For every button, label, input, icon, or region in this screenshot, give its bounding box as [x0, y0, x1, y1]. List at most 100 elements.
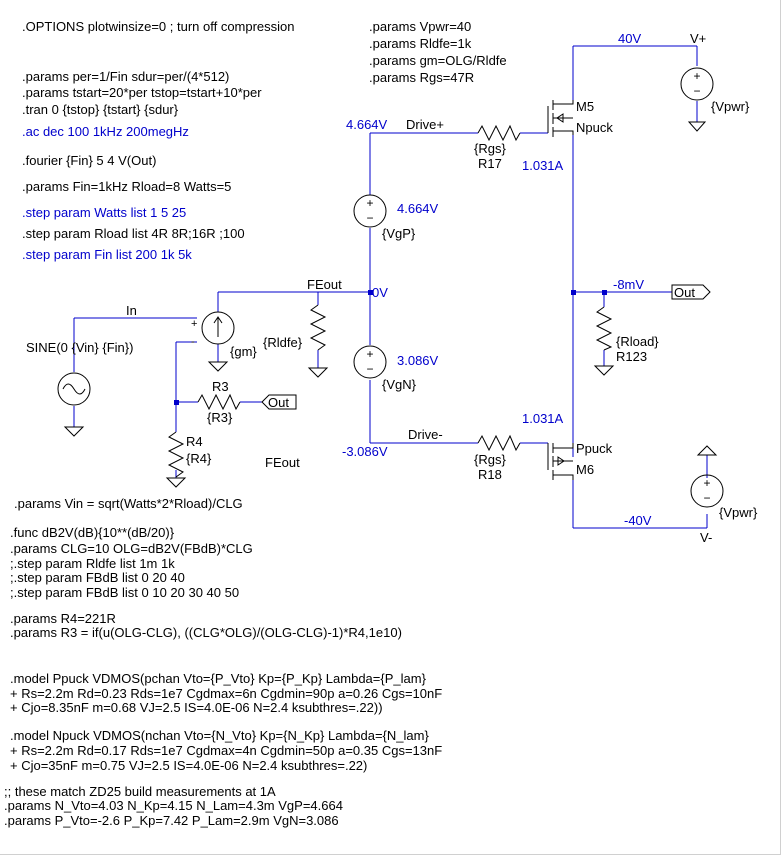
- annot-drive-plus: 4.664V: [346, 117, 388, 132]
- dir-params-n: .params N_Vto=4.03 N_Kp=4.15 N_Lam=4.3m …: [4, 798, 343, 813]
- out-flag-label: Out: [674, 285, 695, 300]
- dir-params-vin: .params Vin = sqrt(Watts*2*Rload)/CLG: [14, 496, 243, 511]
- r18-value: {Rgs}: [474, 452, 506, 467]
- vpwr-top-plus-sign: +: [693, 69, 700, 83]
- net-drive-minus: Drive-: [408, 427, 443, 442]
- mosfet-m6[interactable]: [547, 443, 574, 480]
- vpwr-bot-plus-sign: +: [703, 476, 710, 490]
- dir-ac: .ac dec 100 1kHz 200megHz: [22, 124, 189, 139]
- dir-params-per: .params per=1/Fin sdur=per/(4*512): [22, 69, 229, 84]
- net-flag-out[interactable]: Out: [671, 284, 711, 300]
- dir-func-db2v: .func dB2V(dB){10**(dB/20)}: [10, 525, 175, 540]
- vgn-plus-sign: +: [366, 347, 373, 361]
- junction-feedback: [174, 400, 179, 405]
- net-feout: FEout: [307, 277, 342, 292]
- net-labels: Drive+ Drive- FEout FEout In V+ V-: [126, 31, 712, 545]
- r3-value: {R3}: [207, 410, 233, 425]
- dir-params-r4: .params R4=221R: [10, 611, 116, 626]
- dir-params-rgs: .params Rgs=47R: [369, 70, 474, 85]
- dir-params-vpwr: .params Vpwr=40: [369, 19, 471, 34]
- annot-vgp: 4.664V: [397, 201, 439, 216]
- r123-name: R123: [616, 349, 647, 364]
- ground-sine: [63, 426, 85, 437]
- dir-params-fin: .params Fin=1kHz Rload=8 Watts=5: [22, 179, 231, 194]
- dir-params-r3: .params R3 = if(u(OLG-CLG), ((CLG*OLG)/(…: [10, 625, 402, 640]
- dir-params-gm: .params gm=OLG/Rldfe: [369, 53, 507, 68]
- ground-gm: [207, 361, 229, 372]
- dir-step-fbdb-1: ;.step param FBdB list 0 20 40: [10, 570, 185, 585]
- vpwr-bot-minus-sign: −: [703, 491, 710, 505]
- ground-symbols: [63, 121, 718, 488]
- resistor-r123[interactable]: [595, 306, 613, 351]
- annot-bot-rail: -40V: [624, 513, 652, 528]
- vgn-value: {VgN}: [382, 377, 417, 392]
- vgp-minus-sign: −: [366, 211, 373, 225]
- gm-minus-sign: -: [191, 336, 195, 348]
- ground-vpwr-bot: [696, 445, 718, 456]
- junction-rload: [602, 290, 607, 295]
- resistor-r17[interactable]: [477, 124, 521, 142]
- annot-feout: 0V: [372, 285, 388, 300]
- op-annotations: 4.664V 4.664V 0V 3.086V -3.086V 1.031A 1…: [342, 31, 652, 528]
- gm-value: {gm}: [230, 344, 257, 359]
- dir-tran: .tran 0 {tstop} {tstart} {sdur}: [22, 102, 179, 117]
- resistor-r4[interactable]: [167, 431, 185, 478]
- annot-i-m6: 1.031A: [522, 411, 564, 426]
- vgn-minus-sign: −: [366, 362, 373, 376]
- sine-source[interactable]: [57, 372, 91, 406]
- r18-name: R18: [478, 467, 502, 482]
- component-labels: M5 Npuck Ppuck M6 {Rgs} R17 {Rgs} R18 {R…: [26, 99, 758, 520]
- dir-step-fin: .step param Fin list 200 1k 5k: [22, 247, 192, 262]
- vpwr-top-value: {Vpwr}: [711, 99, 750, 114]
- junction-dots: [174, 290, 607, 405]
- r4-value: {R4}: [186, 451, 212, 466]
- net-in: In: [126, 303, 137, 318]
- voltage-source-vgp[interactable]: + −: [353, 194, 387, 228]
- sine-value: SINE(0 {Vin} {Fin}): [26, 340, 133, 355]
- dir-params-tstart: .params tstart=20*per tstop=tstart+10*pe…: [22, 85, 262, 100]
- resistor-r3[interactable]: [197, 393, 241, 411]
- dir-fourier: .fourier {Fin} 5 4 V(Out): [22, 153, 156, 168]
- dir-params-rldfe: .params Rldfe=1k: [369, 36, 472, 51]
- net-flag-out-r3[interactable]: Out: [261, 394, 297, 410]
- m5-name: M5: [576, 99, 594, 114]
- dir-model-npuck-3: + Cjo=35nF m=0.75 VJ=2.5 IS=4.0E-06 N=2.…: [10, 758, 367, 773]
- out-r3-flag-label: Out: [268, 395, 289, 410]
- annot-top-rail: 40V: [618, 31, 641, 46]
- voltage-source-vpwr-bottom[interactable]: + −: [690, 474, 724, 508]
- vpwr-bot-value: {Vpwr}: [719, 505, 758, 520]
- net-vminus: V-: [700, 530, 712, 545]
- m5-model: Npuck: [576, 120, 613, 135]
- annot-vgn: 3.086V: [397, 353, 439, 368]
- resistor-rldfe[interactable]: [309, 304, 327, 351]
- junction-output: [571, 290, 576, 295]
- ground-r4: [165, 477, 187, 488]
- gm-current-source[interactable]: + -: [191, 311, 235, 348]
- mosfet-m5[interactable]: [547, 100, 574, 137]
- dir-options: .OPTIONS plotwinsize=0 ; turn off compre…: [22, 19, 295, 34]
- vgp-plus-sign: +: [366, 196, 373, 210]
- ground-vpwr-top: [687, 121, 707, 132]
- m6-name: M6: [576, 462, 594, 477]
- dir-model-ppuck-2: + Rs=2.2m Rd=0.23 Rds=1e7 Cgdmax=6n Cgdm…: [10, 686, 442, 701]
- annot-drive-minus: -3.086V: [342, 444, 388, 459]
- voltage-source-vpwr-top[interactable]: + −: [680, 67, 714, 101]
- r17-value: {Rgs}: [474, 141, 506, 156]
- annot-i-m5: 1.031A: [522, 158, 564, 173]
- ground-rload: [593, 365, 615, 376]
- voltage-source-vgn[interactable]: + −: [353, 345, 387, 379]
- resistor-r18[interactable]: [477, 434, 521, 452]
- dir-comment-zd25: ;; these match ZD25 build measurements a…: [4, 784, 276, 799]
- annot-out: -8mV: [613, 277, 644, 292]
- r3-name: R3: [212, 379, 229, 394]
- dir-params-clg: .params CLG=10 OLG=dB2V(FBdB)*CLG: [10, 541, 253, 556]
- r123-value: {Rload}: [616, 334, 659, 349]
- vpwr-top-minus-sign: −: [693, 84, 700, 98]
- dir-step-watts: .step param Watts list 1 5 25: [22, 205, 186, 220]
- spice-directives[interactable]: .OPTIONS plotwinsize=0 ; turn off compre…: [4, 19, 507, 828]
- dir-step-rload: .step param Rload list 4R 8R;16R ;100: [22, 226, 245, 241]
- ground-rldfe: [307, 367, 329, 378]
- dir-model-npuck-2: + Rs=2.2m Rd=0.17 Rds=1e7 Cgdmax=4n Cgdm…: [10, 743, 442, 758]
